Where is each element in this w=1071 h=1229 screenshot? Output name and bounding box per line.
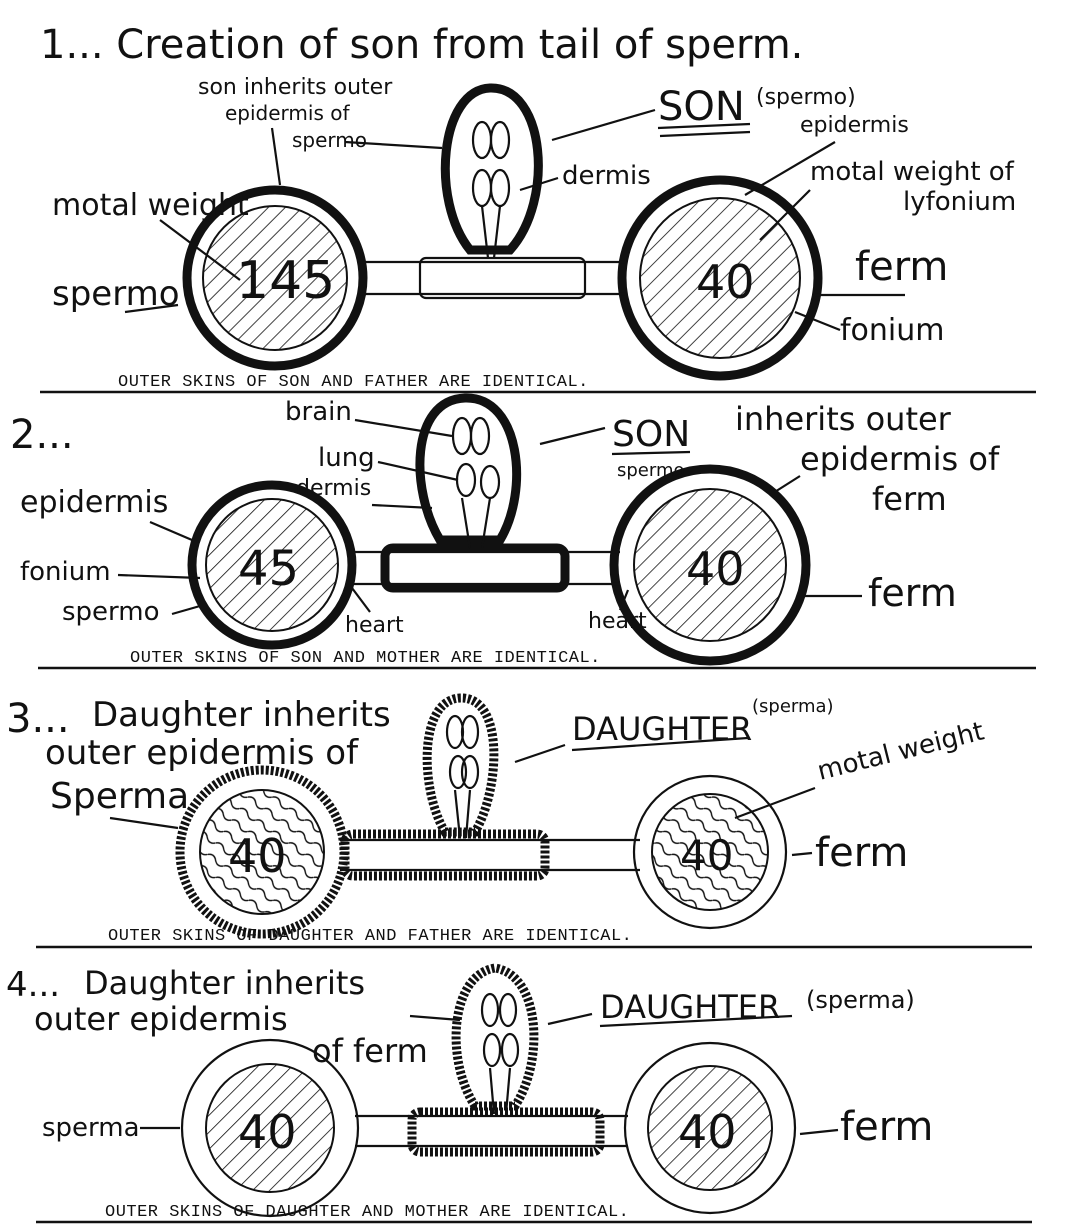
panel-1-label-epidermis: epidermis [800, 113, 909, 138]
panel-1-son-lung [473, 170, 491, 206]
panel-1-son-lung-2 [491, 170, 509, 206]
panel-1-label-ferm: ferm [855, 244, 948, 290]
panel-1-label-spermo-top: spermo [292, 128, 367, 152]
panel-3-daughter-bulb [427, 698, 494, 832]
panel-1-left-weight: 145 [236, 251, 335, 311]
panel-4-daughter-brain-2 [500, 994, 516, 1026]
panel-1-label-motal-weight: motal weight [52, 188, 249, 223]
panel-1-son-brain-2 [491, 122, 509, 158]
panel-3-tube [340, 840, 640, 870]
panel-2-left-weight: 45 [238, 541, 299, 597]
panel-4-label-text-1: Daughter inherits [84, 964, 365, 1002]
panel-3-label-text-1: Daughter inherits [92, 695, 391, 735]
panel-4-tube [355, 1116, 628, 1146]
panel-2-label-son: SON [612, 414, 690, 455]
panel-2-arrow-inherits [770, 476, 800, 495]
panel-1-caption: OUTER SKINS OF SON AND FATHER ARE IDENTI… [118, 373, 589, 392]
panel-2-tail-sleeve [385, 548, 565, 588]
panel-2-label-heart-right: heart [588, 609, 647, 634]
panel-1-label-motal-weight-of: motal weight of [810, 157, 1015, 187]
panel-4-label-text-2: outer epidermis [34, 1000, 288, 1038]
panel-2-arrow-heart-left [352, 588, 370, 612]
panel-3-arrow-daughter [515, 745, 565, 762]
panel-2-label-ferm: ferm [868, 571, 957, 615]
panel-2-arrow-son [540, 428, 605, 444]
panel-3-daughter-stem [455, 790, 470, 838]
panel-4-label-ferm: ferm [840, 1104, 933, 1150]
panel-1-tail-sleeve [420, 258, 585, 298]
panel-2-tube [350, 552, 620, 584]
panel-3-daughter-brain-2 [462, 716, 478, 748]
panel-1-label-fonium: fonium [840, 313, 945, 348]
panel-2-heading: 2... [10, 412, 74, 458]
panel-1-heading: 1... Creation of son from tail of sperm. [40, 22, 803, 68]
panel-4-daughter-lung-2 [502, 1034, 518, 1066]
panel-4-daughter-lung [484, 1034, 500, 1066]
panel-1: 1... Creation of son from tail of sperm.… [40, 22, 1036, 392]
panel-1-label-dermis: dermis [562, 161, 651, 191]
panel-2-label-heart-left: heart [345, 613, 404, 638]
panel-4-left-weight: 40 [238, 1105, 297, 1159]
panel-3-label-text-2: outer epidermis of [45, 733, 359, 773]
panel-3-arrow-ferm [792, 853, 812, 855]
panel-1-label-son-inherits: son inherits outer [198, 75, 393, 100]
panel-1-label-lyfonium: lyfonium [903, 187, 1016, 217]
panel-2-label-spermo: spermo [62, 597, 160, 627]
panel-3-arrow-sperma [110, 818, 178, 828]
panel-3-label-daughter-note: (sperma) [752, 696, 834, 717]
panel-2-arrow-spermo [172, 606, 200, 614]
panel-4-daughter-brain [482, 994, 498, 1026]
panel-2-caption: OUTER SKINS OF SON AND MOTHER ARE IDENTI… [130, 649, 601, 668]
panel-4-caption: OUTER SKINS OF DAUGHTER AND MOTHER ARE I… [105, 1203, 629, 1222]
panel-2-label-lung: lung [318, 443, 375, 473]
panel-2-right-weight: 40 [686, 542, 745, 596]
panel-3-daughter-lung-2 [462, 756, 478, 788]
panel-1-arrow-inherits [272, 128, 280, 185]
panel-2-label-inherits-2: epidermis of [800, 440, 1000, 478]
panel-2-son-brain-2 [471, 418, 489, 454]
panel-2-label-brain: brain [285, 397, 352, 427]
panel-3-right-weight: 40 [680, 831, 733, 880]
panel-3-caption: OUTER SKINS OF DAUGHTER AND FATHER ARE I… [108, 927, 632, 946]
panel-1-son-bulb [445, 88, 538, 250]
panel-2-son-lung-2 [481, 466, 499, 498]
panel-2-label-fonium: fonium [20, 557, 111, 587]
panel-2: 2... 45 40 brain lung dermis SON spermo … [10, 397, 1036, 668]
panel-1-label-son-note: (spermo) [756, 85, 856, 110]
panel-2-label-inherits-1: inherits outer [735, 400, 952, 438]
panel-4-label-sperma: sperma [42, 1113, 140, 1143]
panel-3-label-text-3: Sperma [50, 776, 189, 817]
panel-3-label-motal-weight: motal weight [814, 716, 987, 786]
panel-2-son-bulb [420, 398, 517, 540]
panel-2-label-inherits-3: ferm [872, 480, 947, 518]
panel-2-son-lung [457, 464, 475, 496]
panel-4-label-daughter-note: (sperma) [806, 986, 915, 1014]
panel-1-right-weight: 40 [696, 255, 755, 309]
panel-2-label-epidermis: epidermis [20, 485, 168, 520]
panel-4-arrow-daughter [548, 1014, 592, 1024]
panel-4-daughter-bulb [456, 968, 534, 1106]
panel-4-arrow-epidermis [410, 1016, 460, 1020]
panel-4-arrow-ferm [800, 1130, 838, 1134]
panel-3-daughter-brain [447, 716, 463, 748]
panel-4-heading: 4... [6, 965, 60, 1005]
panel-3-label-ferm: ferm [815, 830, 908, 876]
panel-1-son-brain [473, 122, 491, 158]
panel-1-label-son: SON [658, 84, 745, 130]
panel-2-arrow-fonium [118, 575, 200, 578]
panel-2-label-son-sub: spermo [617, 460, 685, 481]
panel-4-right-weight: 40 [678, 1105, 737, 1159]
panel-2-label-dermis: dermis [296, 476, 371, 501]
panel-3-left-weight: 40 [228, 829, 287, 883]
panel-3: 3... Daughter inherits outer epidermis o… [6, 695, 1032, 947]
panel-3-label-daughter: DAUGHTER [572, 710, 752, 748]
panel-2-arrow-brain [355, 420, 452, 436]
panel-1-label-son-inherits-2: epidermis of [225, 101, 350, 125]
panel-1-arrow-son [552, 110, 655, 140]
panel-2-son-brain [453, 418, 471, 454]
panel-4: 4... Daughter inherits outer epidermis o… [6, 964, 1032, 1222]
panel-2-arrow-epidermis [150, 522, 192, 540]
